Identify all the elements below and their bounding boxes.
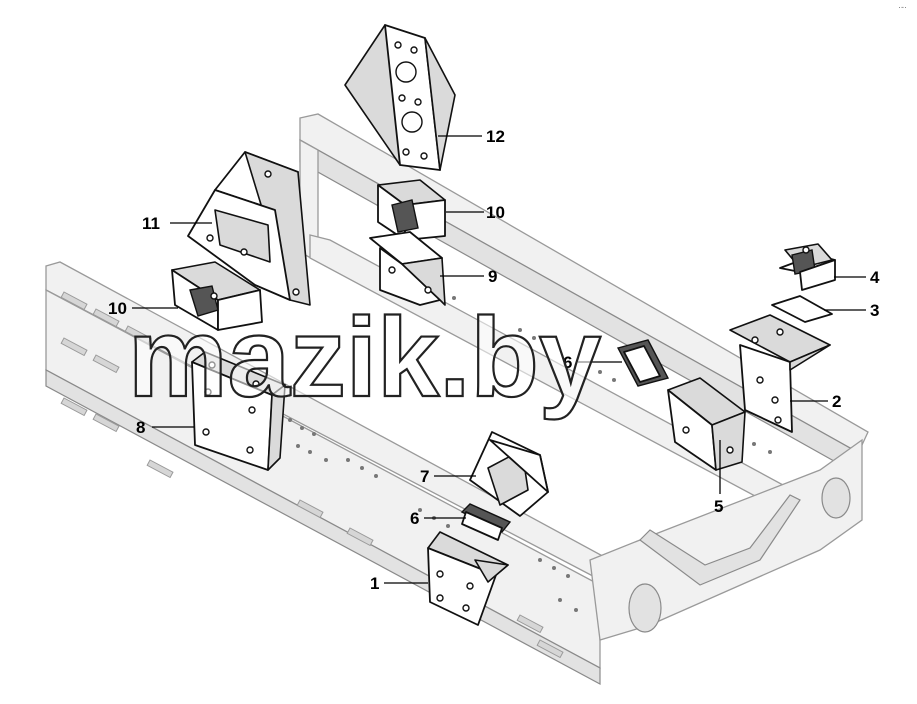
bracket-9 — [369, 231, 446, 306]
bracket-2 — [729, 314, 831, 433]
callout-3: 3 — [870, 301, 879, 320]
corner-mark: ·-· — [898, 2, 907, 12]
callout-8: 8 — [136, 418, 145, 437]
callout-9: 9 — [488, 267, 497, 286]
callout-7: 7 — [420, 467, 429, 486]
crossmember-hole-left — [628, 583, 662, 633]
bracket-1 — [427, 531, 509, 626]
watermark: mazik.by — [128, 295, 601, 420]
frame-hole-pattern — [288, 288, 772, 612]
bracket-11 — [187, 151, 311, 306]
callout-10-rear: 10 — [486, 203, 505, 222]
crossmember-arch — [639, 494, 801, 586]
crossmember-hole-right — [821, 477, 851, 519]
pad-6-rear — [616, 339, 670, 387]
callout-10-front: 10 — [108, 299, 127, 318]
callout-6-front: 6 — [410, 509, 419, 528]
mount-10-rear — [377, 179, 446, 241]
callout-12: 12 — [486, 127, 505, 146]
front-rail-slots — [60, 291, 564, 659]
callout-5: 5 — [714, 497, 723, 516]
callout-1: 1 — [370, 574, 379, 593]
rear-crossmember — [589, 438, 863, 641]
bracket-7 — [469, 431, 549, 517]
pad-6-front — [460, 503, 512, 541]
mount-10-front — [171, 261, 263, 331]
callout-2: 2 — [832, 392, 841, 411]
bracket-8 — [191, 351, 286, 471]
callout-6-rear: 6 — [563, 353, 572, 372]
leader-lines — [132, 135, 866, 584]
callout-labels: 12 10 11 9 10 4 3 6 2 8 5 7 6 1 — [108, 127, 880, 593]
callout-4: 4 — [870, 268, 880, 287]
mount-4 — [779, 243, 836, 291]
bracket-12 — [344, 24, 456, 171]
bracket-5 — [667, 377, 746, 471]
plate-3 — [771, 295, 833, 323]
callout-11: 11 — [142, 214, 160, 233]
